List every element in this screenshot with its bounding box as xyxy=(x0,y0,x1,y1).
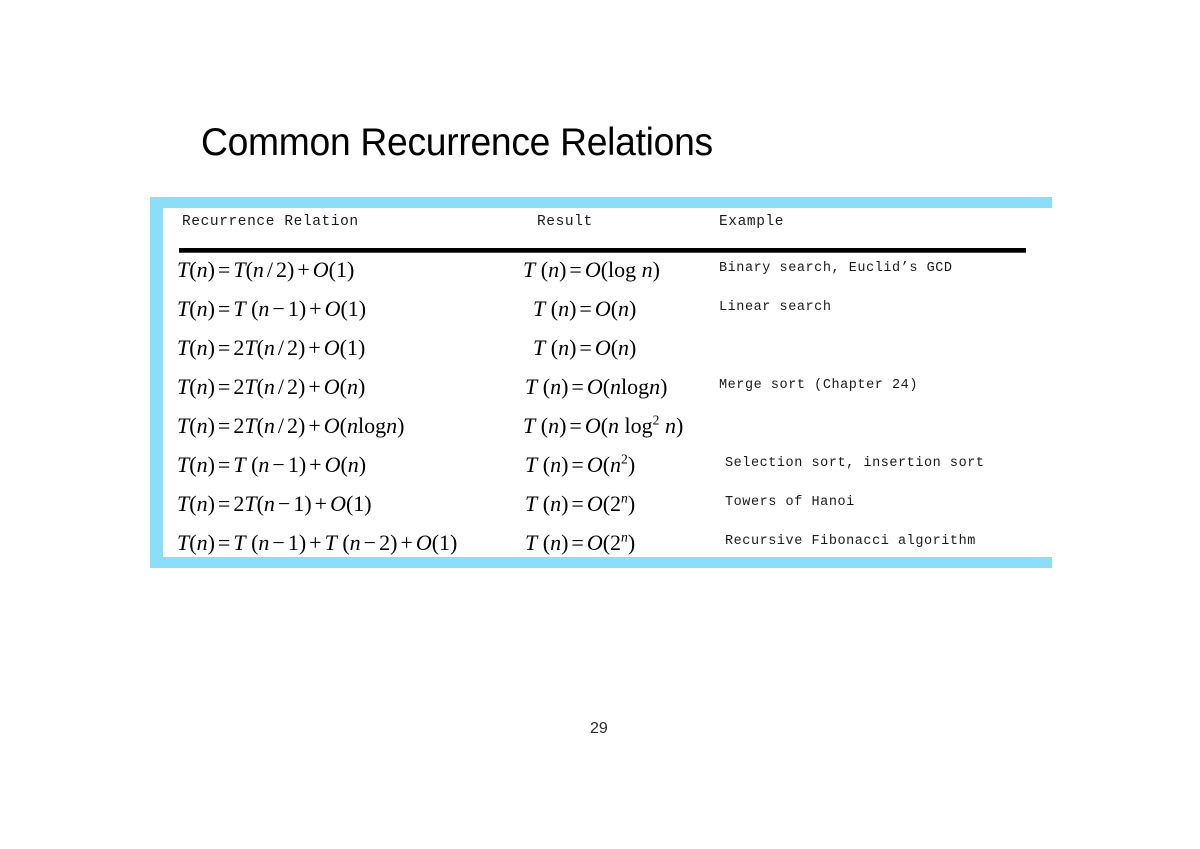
cell-result: T (n)=O(n) xyxy=(533,296,637,321)
cell-recurrence: T(n)=T (n−1)+O(n) xyxy=(177,452,367,477)
table-row: T(n)=T (n−1)+T (n−2)+O(1) T (n)=O(2n) Re… xyxy=(163,528,1052,567)
table-row: T(n)=T (n−1)+O(n) T (n)=O(n2) Selection … xyxy=(163,450,1052,489)
table-row: T(n)=2T(n−1)+O(1) T (n)=O(2n) Towers of … xyxy=(163,489,1052,528)
cell-recurrence: T(n)=2T(n−1)+O(1) xyxy=(177,491,372,516)
cell-example: Merge sort (Chapter 24) xyxy=(719,378,918,393)
table-row: T(n)=2T(n/2)+O(n) T (n)=O(nlogn) Merge s… xyxy=(163,372,1052,411)
cell-recurrence: T(n)=T (n−1)+T (n−2)+O(1) xyxy=(177,530,458,555)
panel-accent-band-bottom xyxy=(150,557,1052,568)
table-rows: T(n)=T(n/2)+O(1) T (n)=O(log n) Binary s… xyxy=(163,255,1052,567)
recurrence-table-panel: Recurrence Relation Result Example T(n)=… xyxy=(150,197,1052,568)
cell-result: T (n)=O(2n) xyxy=(525,490,636,516)
cell-example: Towers of Hanoi xyxy=(725,495,855,510)
cell-recurrence: T(n)=2T(n/2)+O(1) xyxy=(177,335,366,360)
cell-recurrence: T(n)=T (n−1)+O(1) xyxy=(177,296,367,321)
column-header-example: Example xyxy=(719,214,785,230)
cell-result: T (n)=O(n log2 n) xyxy=(523,412,684,438)
column-header-result: Result xyxy=(537,214,593,230)
header-divider-rule xyxy=(179,248,1026,252)
panel-accent-band-left xyxy=(150,197,163,568)
column-header-recurrence-relation: Recurrence Relation xyxy=(182,214,359,230)
table-row: T(n)=T (n−1)+O(1) T (n)=O(n) Linear sear… xyxy=(163,294,1052,333)
cell-recurrence: T(n)=2T(n/2)+O(nlogn) xyxy=(177,413,405,438)
table-body-area: Recurrence Relation Result Example T(n)=… xyxy=(163,208,1052,557)
table-row: T(n)=2T(n/2)+O(nlogn) T (n)=O(n log2 n) xyxy=(163,411,1052,450)
table-row: T(n)=2T(n/2)+O(1) T (n)=O(n) xyxy=(163,333,1052,372)
cell-recurrence: T(n)=T(n/2)+O(1) xyxy=(177,257,355,282)
cell-result: T (n)=O(log n) xyxy=(523,257,660,282)
panel-accent-band-top xyxy=(150,197,1052,208)
page-title: Common Recurrence Relations xyxy=(201,121,713,164)
cell-result: T (n)=O(2n) xyxy=(525,529,636,555)
cell-example: Binary search, Euclid’s GCD xyxy=(719,261,953,276)
cell-result: T (n)=O(n) xyxy=(533,335,637,360)
cell-result: T (n)=O(nlogn) xyxy=(525,374,668,399)
table-row: T(n)=T(n/2)+O(1) T (n)=O(log n) Binary s… xyxy=(163,255,1052,294)
cell-example: Linear search xyxy=(719,300,832,315)
table-header-row: Recurrence Relation Result Example xyxy=(163,208,1052,252)
cell-example: Selection sort, insertion sort xyxy=(725,456,985,471)
cell-recurrence: T(n)=2T(n/2)+O(n) xyxy=(177,374,366,399)
cell-example: Recursive Fibonacci algorithm xyxy=(725,534,976,549)
page-number: 29 xyxy=(590,720,608,737)
cell-result: T (n)=O(n2) xyxy=(525,451,636,477)
